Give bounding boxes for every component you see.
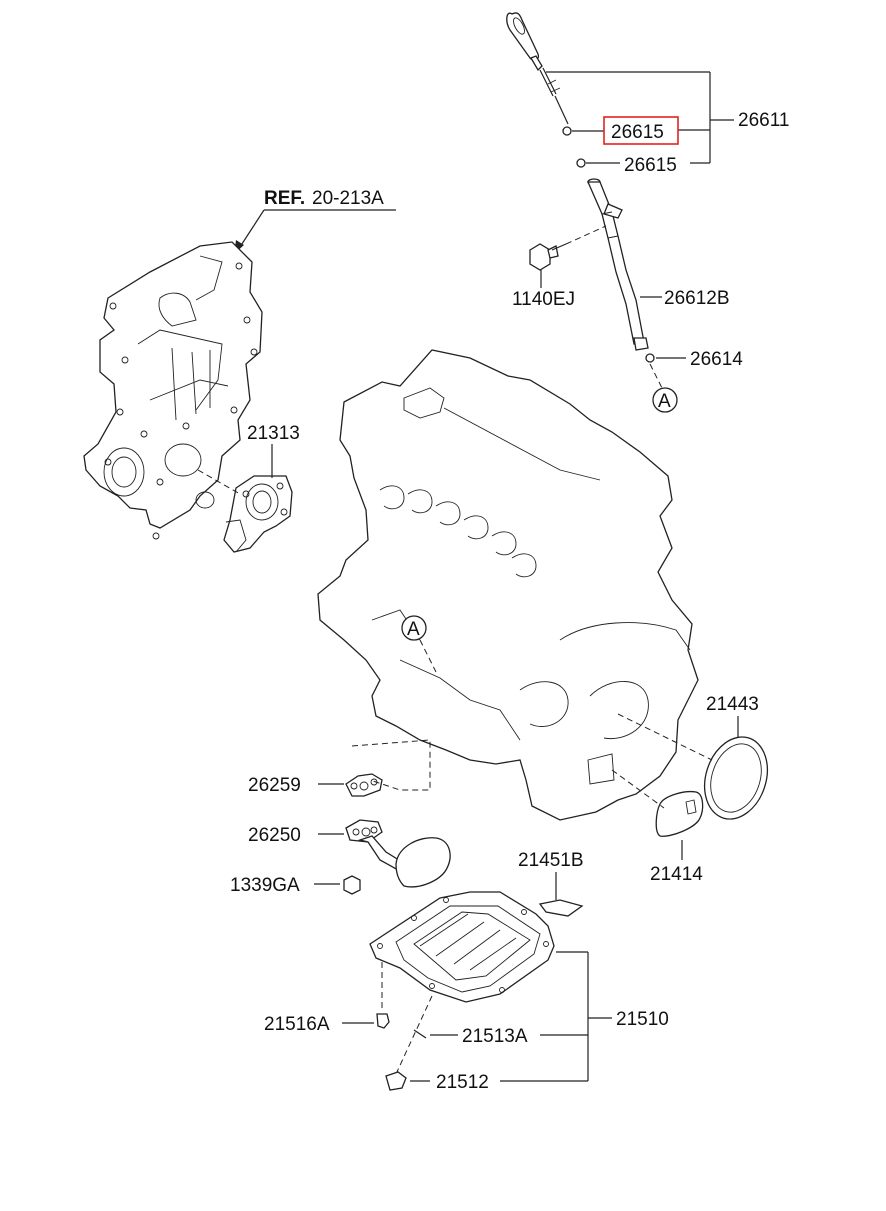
label-1339ga: 1339GA: [230, 875, 300, 896]
label-21414: 21414: [650, 864, 703, 885]
label-21443: 21443: [706, 694, 759, 715]
marker-a-engine-circle: [401, 615, 427, 641]
front-cover-drawing: [83, 241, 263, 540]
label-26615: 26615: [624, 155, 677, 176]
label-21451b: 21451B: [518, 850, 584, 871]
marker-a-top: A: [658, 391, 671, 412]
dipstick-drawing: [506, 12, 586, 168]
label-1140ej: 1140EJ: [512, 289, 575, 310]
marker-a-top-circle: [652, 387, 678, 413]
gasket-26259: [345, 773, 383, 797]
ref-arrow-line: [237, 209, 265, 251]
dash-seal: [617, 713, 713, 761]
ref-prefix: REF.: [264, 188, 305, 209]
dash-a-engine: [419, 639, 437, 673]
label-21313: 21313: [247, 423, 300, 444]
label-26611: 26611: [738, 110, 789, 131]
label-21512: 21512: [436, 1072, 489, 1093]
label-21510: 21510: [616, 1009, 669, 1030]
bolt-1140ej: [529, 225, 607, 288]
dash-pump: [197, 469, 241, 495]
strainer-26250: [345, 819, 451, 888]
oring-26614: [645, 353, 655, 363]
ref-code: 20-213A: [312, 188, 384, 209]
dash-to-a: [649, 363, 663, 389]
dash-cover: [611, 769, 665, 809]
dash-gasket: [351, 739, 431, 791]
drain-gasket-21513a: [413, 1029, 427, 1039]
highlight-box: [603, 116, 679, 145]
marker-a-engine: A: [407, 619, 420, 640]
label-26615-highlighted: 26615: [611, 122, 664, 143]
dash-drain: [395, 995, 433, 1075]
bracket-26611: [546, 71, 734, 164]
oil-seal-21443: [704, 736, 768, 820]
engine-block-drawing: [317, 349, 699, 821]
cover-21414: [655, 790, 704, 837]
bolt-21516a: [376, 962, 390, 1029]
label-26259: 26259: [248, 775, 301, 796]
label-21513a: 21513A: [462, 1026, 528, 1047]
label-26614: 26614: [690, 349, 743, 370]
label-26250: 26250: [248, 825, 301, 846]
label-26612b: 26612B: [664, 288, 730, 309]
drain-plug-21512: [385, 1071, 407, 1091]
guide-tube-drawing: [587, 178, 649, 351]
oil-pan-drawing: [369, 891, 555, 1003]
bracket-21451b: [538, 899, 584, 917]
oil-pump-drawing: [223, 475, 293, 553]
label-21516a: 21516A: [264, 1014, 330, 1035]
nut-1339ga: [343, 875, 361, 895]
bracket-21510: [500, 951, 612, 1082]
